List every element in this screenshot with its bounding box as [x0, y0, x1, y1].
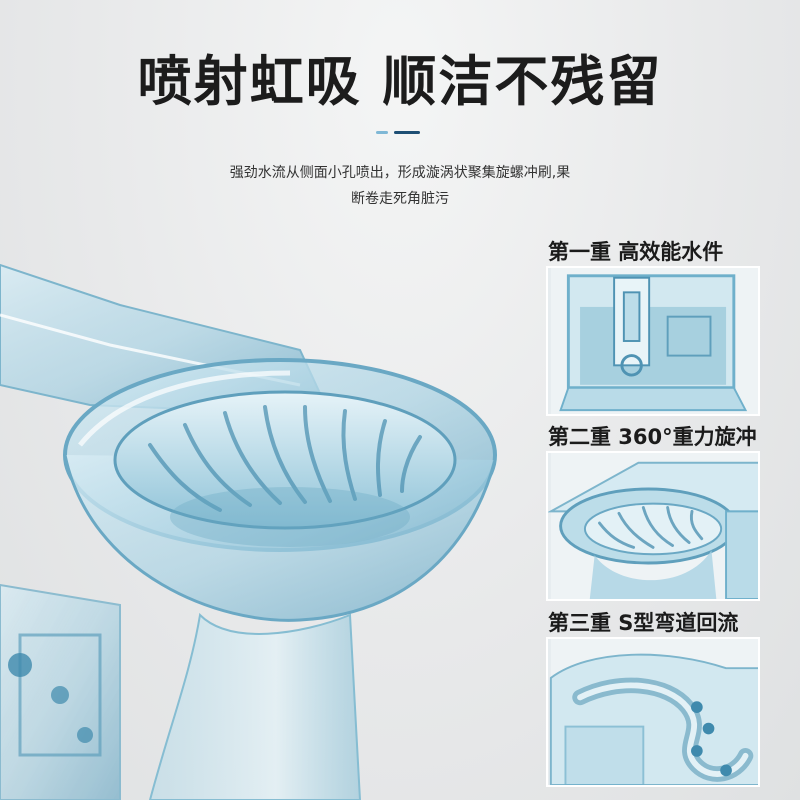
transparent-toilet-illustration	[0, 263, 497, 800]
s-trap-image	[549, 639, 758, 785]
subtitle: 强劲水流从侧面小孔喷出，形成漩涡状聚集旋螺冲刷,果 断卷走死角脏污	[100, 160, 700, 212]
feature-1-title: 第一重 高效能水件	[548, 240, 724, 264]
water-tank-image	[550, 268, 758, 414]
feature-1-panel	[546, 266, 760, 416]
subtitle-line-1: 强劲水流从侧面小孔喷出，形成漩涡状聚集旋螺冲刷,果	[229, 165, 571, 181]
subtitle-line-2: 断卷走死角脏污	[351, 191, 449, 207]
bowl-swirl-image	[548, 453, 758, 599]
headline: 喷射虹吸 顺洁不残留	[137, 50, 663, 113]
feature-2-title: 第二重 360°重力旋冲	[548, 425, 757, 449]
title-divider	[376, 131, 424, 134]
feature-3-panel	[546, 637, 760, 787]
feature-3-title: 第三重 S型弯道回流	[548, 611, 739, 635]
divider-dark-dash	[394, 131, 420, 134]
feature-2-panel	[546, 451, 760, 601]
divider-light-dash	[376, 131, 388, 134]
